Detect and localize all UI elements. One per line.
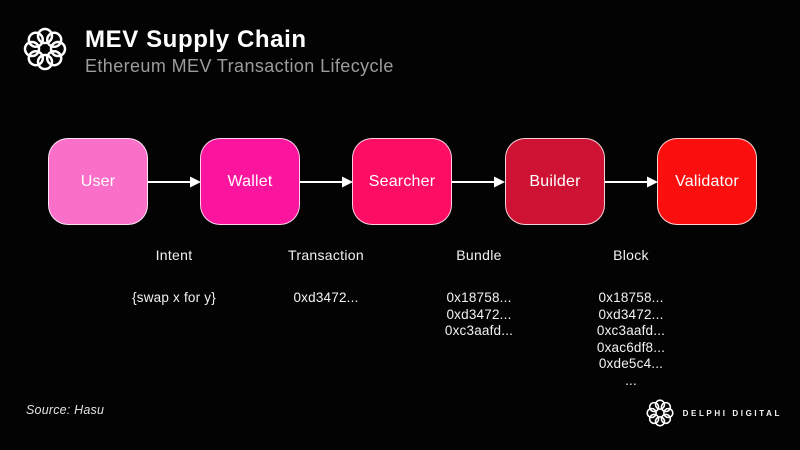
stage-transaction: Transaction 0xd3472...: [251, 247, 401, 307]
brand-footer: DELPHI DIGITAL: [644, 397, 782, 429]
stage-label: Transaction: [288, 247, 364, 263]
stage-label: Block: [613, 247, 649, 263]
flow-box-validator: Validator: [657, 138, 757, 225]
delphi-logo-icon: [20, 24, 70, 74]
stage-label: Bundle: [456, 247, 502, 263]
flow-box-wallet: Wallet: [200, 138, 300, 225]
stage-value: 0xd3472...: [598, 306, 664, 322]
stage-values: 0x18758...0xd3472...0xc3aafd...0xac6df8.…: [556, 290, 706, 389]
stage-bundle: Bundle 0x18758...0xd3472...0xc3aafd...: [404, 247, 554, 340]
flow-box-label: User: [80, 172, 116, 190]
stage-value: 0xc3aafd...: [444, 323, 514, 338]
stage-value: 0xde5c4...: [598, 356, 664, 371]
page-title: MEV Supply Chain: [85, 26, 307, 53]
stage-value: 0xac6df8...: [596, 339, 666, 355]
source-attribution: Source: Hasu: [26, 403, 105, 417]
stage-block: Block 0x18758...0xd3472...0xc3aafd...0xa…: [556, 247, 706, 389]
brand-wordmark: DELPHI DIGITAL: [682, 408, 782, 418]
flow-box-label: Builder: [529, 172, 581, 190]
right-arrow-icon: [300, 175, 353, 189]
page-subtitle: Ethereum MEV Transaction Lifecycle: [85, 56, 394, 76]
stage-value: 0x18758...: [446, 290, 512, 305]
flow-box-user: User: [48, 138, 148, 225]
flow-box-label: Searcher: [368, 172, 436, 190]
stage-label: Intent: [155, 247, 193, 263]
flow-box-searcher: Searcher: [352, 138, 452, 225]
right-arrow-icon: [605, 175, 658, 189]
stage-values: {swap x for y}: [99, 290, 249, 307]
stage-value: ...: [625, 372, 637, 388]
flow-box-builder: Builder: [505, 138, 605, 225]
stage-value: 0xd3472...: [446, 306, 512, 322]
stage-value: 0xc3aafd...: [596, 323, 666, 338]
stage-value: 0x18758...: [598, 290, 664, 305]
stage-values: 0x18758...0xd3472...0xc3aafd...: [404, 290, 554, 340]
flow-box-label: Validator: [675, 172, 739, 190]
stage-value: 0xd3472...: [293, 290, 359, 305]
delphi-logo-icon: [644, 397, 676, 429]
flow-box-label: Wallet: [227, 172, 273, 190]
stage-values: 0xd3472...: [251, 290, 401, 307]
stage-intent: Intent {swap x for y}: [99, 247, 249, 307]
right-arrow-icon: [452, 175, 505, 189]
right-arrow-icon: [148, 175, 201, 189]
stage-value: {swap x for y}: [132, 290, 216, 305]
